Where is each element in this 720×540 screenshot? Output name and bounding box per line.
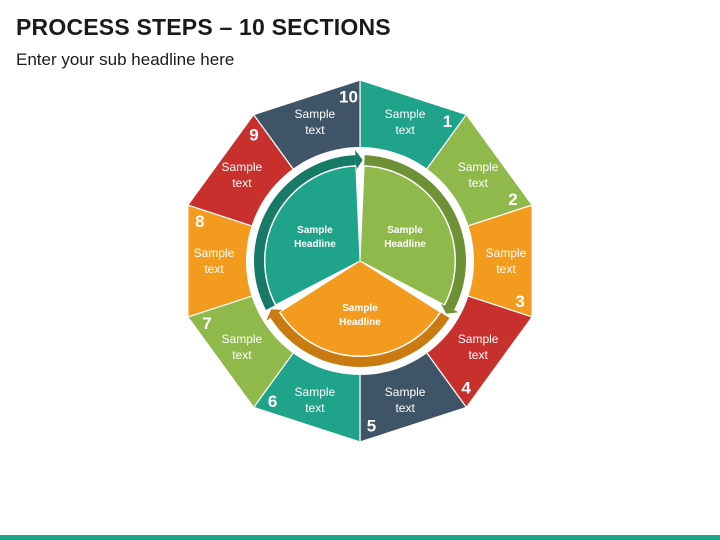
sector-arrow-ring: [364, 155, 467, 310]
segment-text: Sample text: [295, 385, 336, 415]
sector-arrow-ring: [253, 155, 356, 310]
segment-6: Sample text 6: [252, 350, 361, 443]
segment-number: 4: [461, 378, 471, 397]
segment-number: 10: [339, 87, 358, 106]
page-title: PROCESS STEPS – 10 SECTIONS: [16, 14, 391, 40]
segment-text-line1: Sample: [194, 246, 235, 260]
segment-text-line1: Sample: [486, 246, 527, 260]
segment-text: Sample text: [458, 160, 499, 190]
segment-text-line2: text: [395, 401, 415, 415]
segment-text-line1: Sample: [222, 332, 263, 346]
segment-text: Sample text: [385, 107, 426, 137]
sector-arrowhead: [355, 150, 363, 171]
segment-text-line2: text: [496, 262, 516, 276]
segment-text: Sample text: [458, 332, 499, 362]
segment-3: Sample text 3: [465, 204, 533, 318]
sector-headline-line2: Headline: [384, 239, 426, 250]
segment-number: 2: [508, 190, 517, 209]
segment-text-line2: text: [232, 348, 252, 362]
sector-headline-line1: Sample: [387, 225, 423, 236]
segment-text-line2: text: [468, 348, 488, 362]
segment-text: Sample text: [295, 107, 336, 137]
segment-number: 7: [202, 314, 211, 333]
sector-fill: [279, 260, 441, 357]
page-subtitle: Enter your sub headline here: [16, 50, 235, 69]
segment-text-line1: Sample: [458, 160, 499, 174]
segment-text-line1: Sample: [295, 385, 336, 399]
sector-fill: [264, 165, 361, 306]
sector-headline-line1: Sample: [297, 225, 333, 236]
segment-text: Sample text: [486, 246, 527, 276]
footer-bar: [0, 535, 720, 540]
segment-number: 6: [268, 392, 277, 411]
segment-number: 8: [195, 212, 204, 231]
segment-text-line1: Sample: [385, 385, 426, 399]
segment-text: Sample text: [385, 385, 426, 415]
segment-text-line2: text: [305, 401, 325, 415]
segment-text: Sample text: [194, 246, 235, 276]
segment-text-line1: Sample: [385, 107, 426, 121]
segment-text-line1: Sample: [222, 160, 263, 174]
segment-text-line1: Sample: [458, 332, 499, 346]
segment-text: Sample text: [222, 332, 263, 362]
segment-5: Sample text 5: [359, 350, 468, 443]
segment-text: Sample text: [222, 160, 263, 190]
segment-text-line2: text: [305, 123, 325, 137]
segment-text-line2: text: [232, 176, 252, 190]
sector-arrowhead: [440, 303, 459, 314]
segment-text-line2: text: [468, 176, 488, 190]
segment-number: 3: [515, 292, 524, 311]
sector-arrowhead: [266, 309, 284, 321]
segment-number: 9: [249, 126, 258, 145]
segment-text-line2: text: [204, 262, 224, 276]
sector-headline-line2: Headline: [294, 239, 336, 250]
sector-arrow-ring: [270, 312, 450, 367]
segment-text-line2: text: [395, 123, 415, 137]
segment-number: 5: [367, 417, 376, 436]
sector-fill: [359, 165, 456, 306]
sector-headline-line1: Sample: [342, 303, 378, 314]
segment-number: 1: [443, 112, 452, 131]
sector-headline-line2: Headline: [339, 317, 381, 328]
segment-text-line1: Sample: [295, 107, 336, 121]
